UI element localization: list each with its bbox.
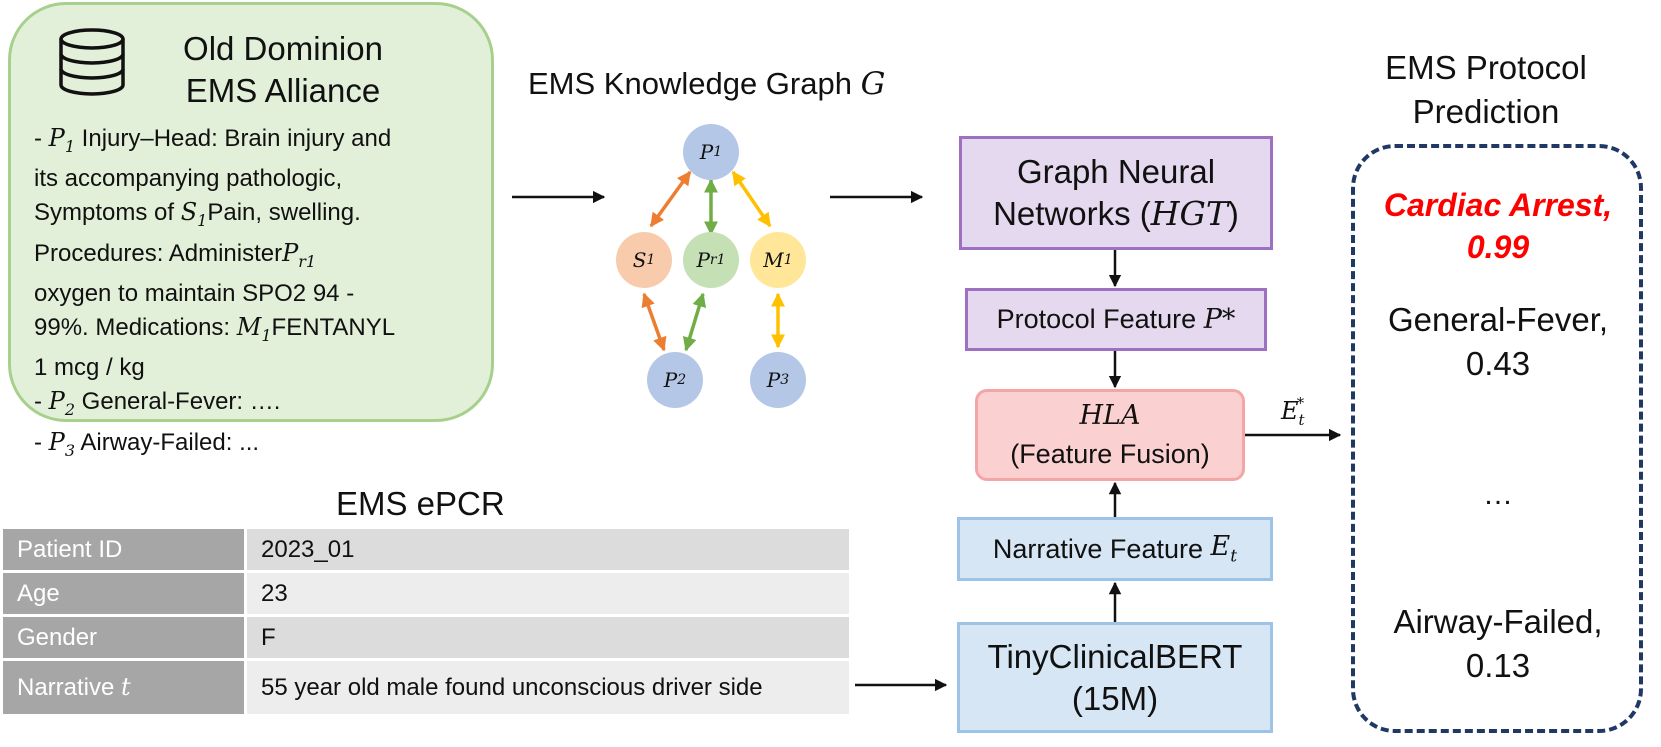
description-line: - P3 Airway-Failed: ...	[34, 427, 260, 460]
fused-feature-label: Et*	[1281, 394, 1305, 429]
field-name: Narrative t	[3, 661, 247, 717]
prediction-last-score: 0.13	[1465, 647, 1531, 684]
protocol-feature-box: Protocol Feature P*	[965, 288, 1267, 351]
prediction-second-label: General-Fever,	[1387, 301, 1609, 338]
edge-s1-p2	[641, 292, 667, 352]
description-line: oxygen to maintain SPO2 94 -	[34, 280, 355, 308]
prediction-title-line2: Prediction	[1412, 93, 1560, 130]
epcr-title: EMS ePCR	[336, 485, 505, 522]
prediction-top: Cardiac Arrest, 0.99	[1356, 184, 1640, 268]
math-symbol: S1	[180, 197, 208, 230]
edge-p1-s1	[649, 170, 692, 228]
gnn-box: Graph Neural Networks (HGT)	[959, 136, 1273, 250]
prediction-title-line1: EMS Protocol	[1385, 49, 1587, 86]
prediction-title: EMS Protocol Prediction	[1356, 46, 1616, 134]
protocol-description: - P1 Injury–Head: Brain injury and its ac…	[34, 122, 474, 467]
description-line: its accompanying pathologic,	[34, 165, 343, 193]
description-line: - P1 Injury–Head: Brain injury and	[34, 124, 392, 156]
field-value: 2023_01	[247, 529, 849, 573]
field-value: 55 year old male found unconscious drive…	[247, 661, 849, 717]
prediction-box	[1351, 144, 1643, 733]
source-title: Old Dominion EMS Alliance	[138, 28, 428, 112]
field-value: F	[247, 617, 849, 661]
narrative-feature-symbol: Et	[1210, 531, 1238, 567]
field-value: 23	[247, 573, 849, 617]
field-name: Gender	[3, 617, 247, 661]
description-line: - P2 General-Fever: ….	[34, 386, 281, 419]
gnn-line1: Graph Neural	[1016, 153, 1216, 190]
description-line: Symptoms of S1Pain, swelling.	[34, 197, 361, 230]
prediction-top-score: 0.99	[1466, 229, 1530, 265]
description-line: Procedures: AdministerPr1	[34, 239, 317, 271]
field-name: Age	[3, 573, 247, 617]
tinyclinicalbert-box: TinyClinicalBERT (15M)	[957, 622, 1273, 733]
prediction-second-score: 0.43	[1465, 345, 1531, 382]
math-symbol: P3	[48, 427, 76, 460]
math-symbol: Pr1	[282, 239, 317, 271]
edge-pr1-p2	[682, 292, 707, 352]
field-name: Patient ID	[3, 529, 247, 573]
protocol-feature-symbol: P*	[1203, 304, 1236, 335]
description-line: 1 mcg / kg	[34, 354, 145, 382]
math-symbol: P1	[48, 124, 76, 156]
knowledge-graph-title: EMS Knowledge Graph G	[528, 66, 885, 102]
bert-line1: TinyClinicalBERT	[987, 637, 1243, 675]
prediction-last-label: Airway-Failed,	[1393, 603, 1603, 640]
prediction-last: Airway-Failed, 0.13	[1356, 600, 1640, 688]
source-title-line1: Old Dominion	[183, 30, 383, 67]
hla-fusion-box: HLA (Feature Fusion)	[975, 389, 1245, 481]
source-title-line2: EMS Alliance	[185, 72, 381, 109]
bert-line2: (15M)	[1071, 679, 1159, 717]
prediction-second: General-Fever, 0.43	[1356, 298, 1640, 386]
narrative-feature-box: Narrative Feature Et	[957, 517, 1273, 581]
hla-label: (Feature Fusion)	[1010, 439, 1210, 469]
protocol-feature-label: Protocol Feature	[996, 304, 1197, 334]
knowledge-graph-title-text: EMS Knowledge Graph	[528, 66, 861, 101]
data-source-box	[8, 2, 494, 422]
math-symbol: M1	[236, 312, 272, 345]
gnn-line2: Networks (HGT)	[993, 194, 1239, 233]
database-icon	[58, 28, 126, 101]
narrative-feature-label: Narrative Feature	[992, 533, 1203, 564]
math-symbol: P2	[48, 386, 76, 419]
prediction-ellipsis: …	[1483, 478, 1513, 511]
graph-symbol: G	[860, 66, 886, 102]
hla-symbol: HLA	[1079, 400, 1141, 431]
prediction-top-label: Cardiac Arrest,	[1383, 187, 1613, 223]
edge-p1-m1	[731, 170, 772, 228]
description-line: 99%. Medications: M1FENTANYL	[34, 312, 396, 345]
